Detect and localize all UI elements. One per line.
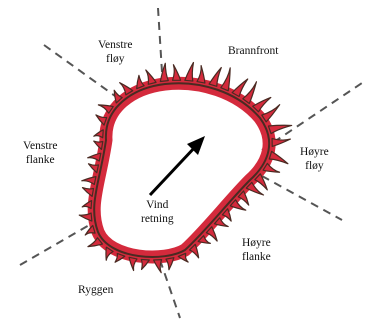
flame-tongue	[221, 68, 230, 91]
flame-tongue	[141, 259, 149, 269]
label-brannfront: Brannfront	[228, 44, 278, 58]
flame-tongue	[166, 258, 174, 270]
flame-tongue	[197, 66, 205, 83]
flame-tongue	[94, 130, 103, 138]
flame-tongue	[88, 153, 101, 161]
flame-tongue	[173, 65, 181, 81]
divider-lower-right	[262, 176, 342, 220]
flame-tongue	[82, 177, 96, 185]
flame-tongue	[232, 79, 248, 96]
flame-tongue	[269, 151, 288, 163]
flame-tongue	[209, 68, 221, 87]
flame-tongue	[137, 75, 144, 88]
label-ryggen: Ryggen	[78, 283, 113, 297]
flame-tongue	[185, 62, 194, 81]
flame-tongue	[243, 82, 257, 104]
wind-arrow-shaft	[150, 146, 196, 195]
flame-tongue	[154, 260, 162, 273]
flame-tongue	[82, 201, 91, 209]
flame-tongue	[82, 188, 93, 197]
fire-perimeter	[94, 83, 269, 257]
flame-tongue	[88, 164, 98, 173]
flame-tongue	[79, 213, 92, 221]
wind-direction-arrow	[150, 136, 205, 195]
divider-lower-left	[20, 220, 98, 265]
flame-tongue	[253, 97, 271, 111]
flame-tongue	[129, 257, 137, 270]
flame-tongue	[272, 138, 290, 146]
